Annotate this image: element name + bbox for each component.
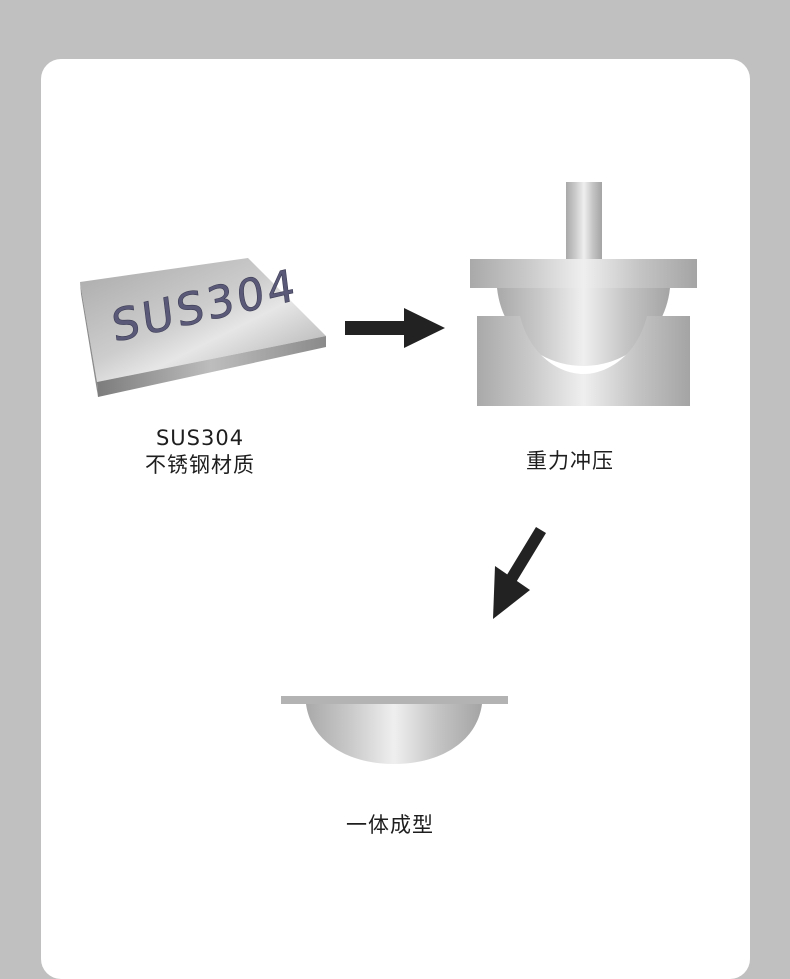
step-forming-label: 一体成型 bbox=[346, 813, 434, 837]
arrow-down-left-icon bbox=[493, 527, 546, 619]
steel-plate-icon: SUS304 bbox=[80, 258, 326, 397]
arrow-right-icon bbox=[345, 308, 445, 348]
process-card bbox=[41, 59, 750, 979]
stamping-press-icon bbox=[470, 182, 697, 406]
process-diagram: SUS304 bbox=[80, 182, 697, 764]
step-stamping-label: 重力冲压 bbox=[526, 449, 614, 473]
step-material-label: SUS304 不锈钢材质 bbox=[100, 425, 300, 479]
material-code-text: SUS304 bbox=[155, 426, 245, 450]
formed-bowl-icon bbox=[281, 696, 508, 764]
material-name-text: 不锈钢材质 bbox=[145, 453, 255, 477]
